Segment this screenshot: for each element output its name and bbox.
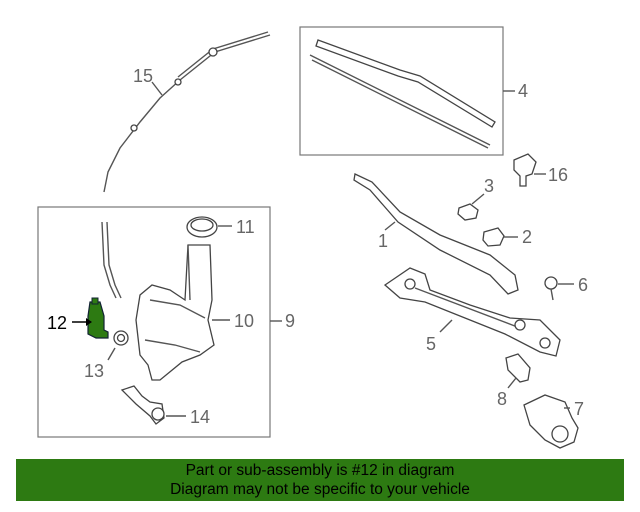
reservoir-group: 9 11 10 12 13 14 bbox=[37, 206, 295, 438]
callout-15: 15 bbox=[133, 66, 153, 86]
linkage-bolt[interactable] bbox=[544, 276, 558, 290]
reservoir-frame bbox=[37, 206, 271, 438]
bracket-group: 8 bbox=[497, 353, 531, 409]
motor-bracket[interactable] bbox=[505, 353, 531, 383]
callout-14: 14 bbox=[190, 407, 210, 427]
banner-line-2: Diagram may not be specific to your vehi… bbox=[170, 481, 470, 498]
banner-line-1: Part or sub-assembly is #12 in diagram bbox=[185, 462, 455, 479]
pivot-nut[interactable] bbox=[457, 203, 479, 221]
callout-6: 6 bbox=[578, 275, 588, 295]
wiper-arm-group: 1 bbox=[353, 173, 519, 295]
wiper-blade[interactable] bbox=[315, 39, 496, 128]
pivot-cap[interactable] bbox=[482, 227, 505, 247]
callout-11: 11 bbox=[236, 217, 255, 237]
callout-3: 3 bbox=[484, 176, 494, 196]
bolt-group: 6 bbox=[544, 275, 588, 301]
washer-pump[interactable] bbox=[87, 297, 109, 339]
wiper-motor[interactable] bbox=[523, 394, 579, 449]
parts-diagram: 4 15 9 11 10 bbox=[37, 26, 588, 449]
nut-group: 3 bbox=[457, 176, 494, 221]
callout-13: 13 bbox=[84, 361, 104, 381]
linkage-group: 5 bbox=[383, 267, 561, 357]
cap-group: 2 bbox=[482, 227, 532, 247]
callout-9: 9 bbox=[285, 311, 295, 331]
callout-12: 12 bbox=[47, 313, 67, 333]
info-banner: Part or sub-assembly is #12 in diagram D… bbox=[16, 459, 624, 501]
washer-reservoir[interactable] bbox=[135, 244, 215, 381]
nozzle-group: 16 bbox=[513, 153, 568, 187]
callout-16: 16 bbox=[548, 165, 568, 185]
wiper-arm[interactable] bbox=[353, 173, 519, 295]
washer-hose-group: 15 bbox=[103, 31, 271, 193]
callout-2: 2 bbox=[522, 227, 532, 247]
washer-hose[interactable] bbox=[103, 34, 271, 193]
motor-group: 7 bbox=[523, 394, 584, 449]
washer-nozzle[interactable] bbox=[513, 153, 537, 187]
callout-8: 8 bbox=[497, 389, 507, 409]
callout-10: 10 bbox=[234, 311, 254, 331]
callout-4: 4 bbox=[518, 81, 528, 101]
wiper-linkage[interactable] bbox=[383, 267, 561, 357]
callout-1: 1 bbox=[378, 231, 388, 251]
callout-5: 5 bbox=[426, 334, 436, 354]
callout-7: 7 bbox=[574, 399, 584, 419]
wiper-blade-group: 4 bbox=[299, 26, 528, 156]
